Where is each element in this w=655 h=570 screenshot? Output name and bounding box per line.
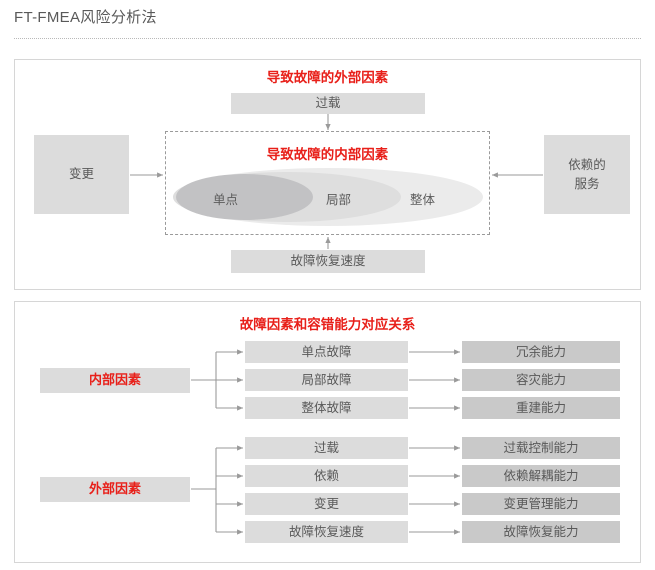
ellipse-label-overall: 整体 xyxy=(410,193,436,207)
factor-box-overall[interactable]: 整体故障 xyxy=(245,397,408,419)
factor-box-overload[interactable]: 过载 xyxy=(245,437,408,459)
dependent-service-line2: 服务 xyxy=(574,176,600,191)
source-box-external-factors[interactable]: 外部因素 xyxy=(40,477,190,502)
capability-box-disaster-recovery[interactable]: 容灾能力 xyxy=(462,369,620,391)
capability-box-dependency-decoupling[interactable]: 依赖解耦能力 xyxy=(462,465,620,487)
box-recovery-speed-bottom[interactable]: 故障恢复速度 xyxy=(231,250,425,273)
factor-box-partial[interactable]: 局部故障 xyxy=(245,369,408,391)
source-box-internal-factors[interactable]: 内部因素 xyxy=(40,368,190,393)
capability-box-change-management[interactable]: 变更管理能力 xyxy=(462,493,620,515)
factor-box-change[interactable]: 变更 xyxy=(245,493,408,515)
internal-factors-heading: 导致故障的内部因素 xyxy=(266,147,389,162)
box-change-left[interactable]: 变更 xyxy=(34,135,129,214)
dependent-service-line1: 依赖的 xyxy=(568,158,606,173)
ellipse-label-single: 单点 xyxy=(213,193,239,207)
box-overload-top[interactable]: 过载 xyxy=(231,93,425,114)
capability-box-rebuild[interactable]: 重建能力 xyxy=(462,397,620,419)
capability-box-redundancy[interactable]: 冗余能力 xyxy=(462,341,620,363)
page-title: FT-FMEA风险分析法 xyxy=(14,9,157,26)
box-dependent-service-right[interactable]: 依赖的 服务 xyxy=(544,135,630,214)
internal-factors-region xyxy=(165,131,490,235)
title-divider xyxy=(14,38,641,39)
external-factors-heading: 导致故障的外部因素 xyxy=(266,70,389,85)
mapping-heading: 故障因素和容错能力对应关系 xyxy=(239,317,416,332)
capability-box-failure-recovery[interactable]: 故障恢复能力 xyxy=(462,521,620,543)
factor-box-recovery-speed[interactable]: 故障恢复速度 xyxy=(245,521,408,543)
ellipse-label-partial: 局部 xyxy=(326,193,352,207)
capability-box-overload-control[interactable]: 过载控制能力 xyxy=(462,437,620,459)
factor-box-dependency[interactable]: 依赖 xyxy=(245,465,408,487)
factor-box-single-point[interactable]: 单点故障 xyxy=(245,341,408,363)
ellipse-single xyxy=(176,174,313,220)
